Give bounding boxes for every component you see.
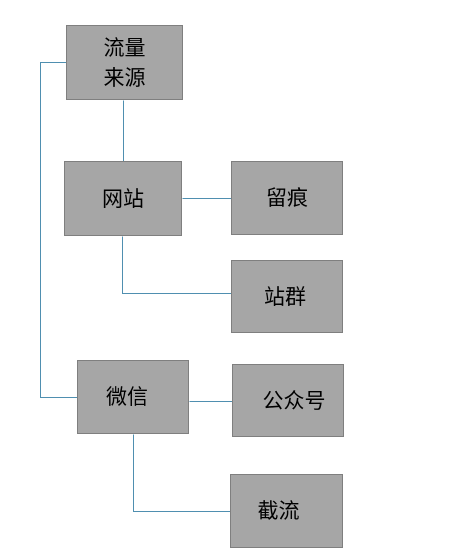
node-traffic-source: 流量 来源 bbox=[66, 25, 183, 100]
node-intercept-label: 截流 bbox=[257, 499, 300, 523]
node-trace-label: 留痕 bbox=[266, 186, 308, 210]
node-site-group: 站群 bbox=[231, 260, 343, 333]
node-traffic-source-label: 流量 来源 bbox=[103, 35, 146, 90]
connector-website-to-site-group bbox=[122, 236, 249, 294]
node-website: 网站 bbox=[64, 161, 182, 236]
node-public-account-label: 公众号 bbox=[262, 388, 326, 413]
node-wechat-label: 微信 bbox=[106, 385, 148, 409]
node-trace: 留痕 bbox=[231, 161, 343, 235]
node-website-label: 网站 bbox=[102, 186, 144, 211]
node-intercept: 截流 bbox=[230, 474, 343, 548]
node-wechat: 微信 bbox=[77, 360, 189, 434]
connector-wechat-to-intercept bbox=[133, 434, 231, 512]
connector-source-to-wechat bbox=[40, 62, 78, 398]
node-site-group-label: 站群 bbox=[264, 284, 306, 309]
node-public-account: 公众号 bbox=[232, 364, 344, 437]
